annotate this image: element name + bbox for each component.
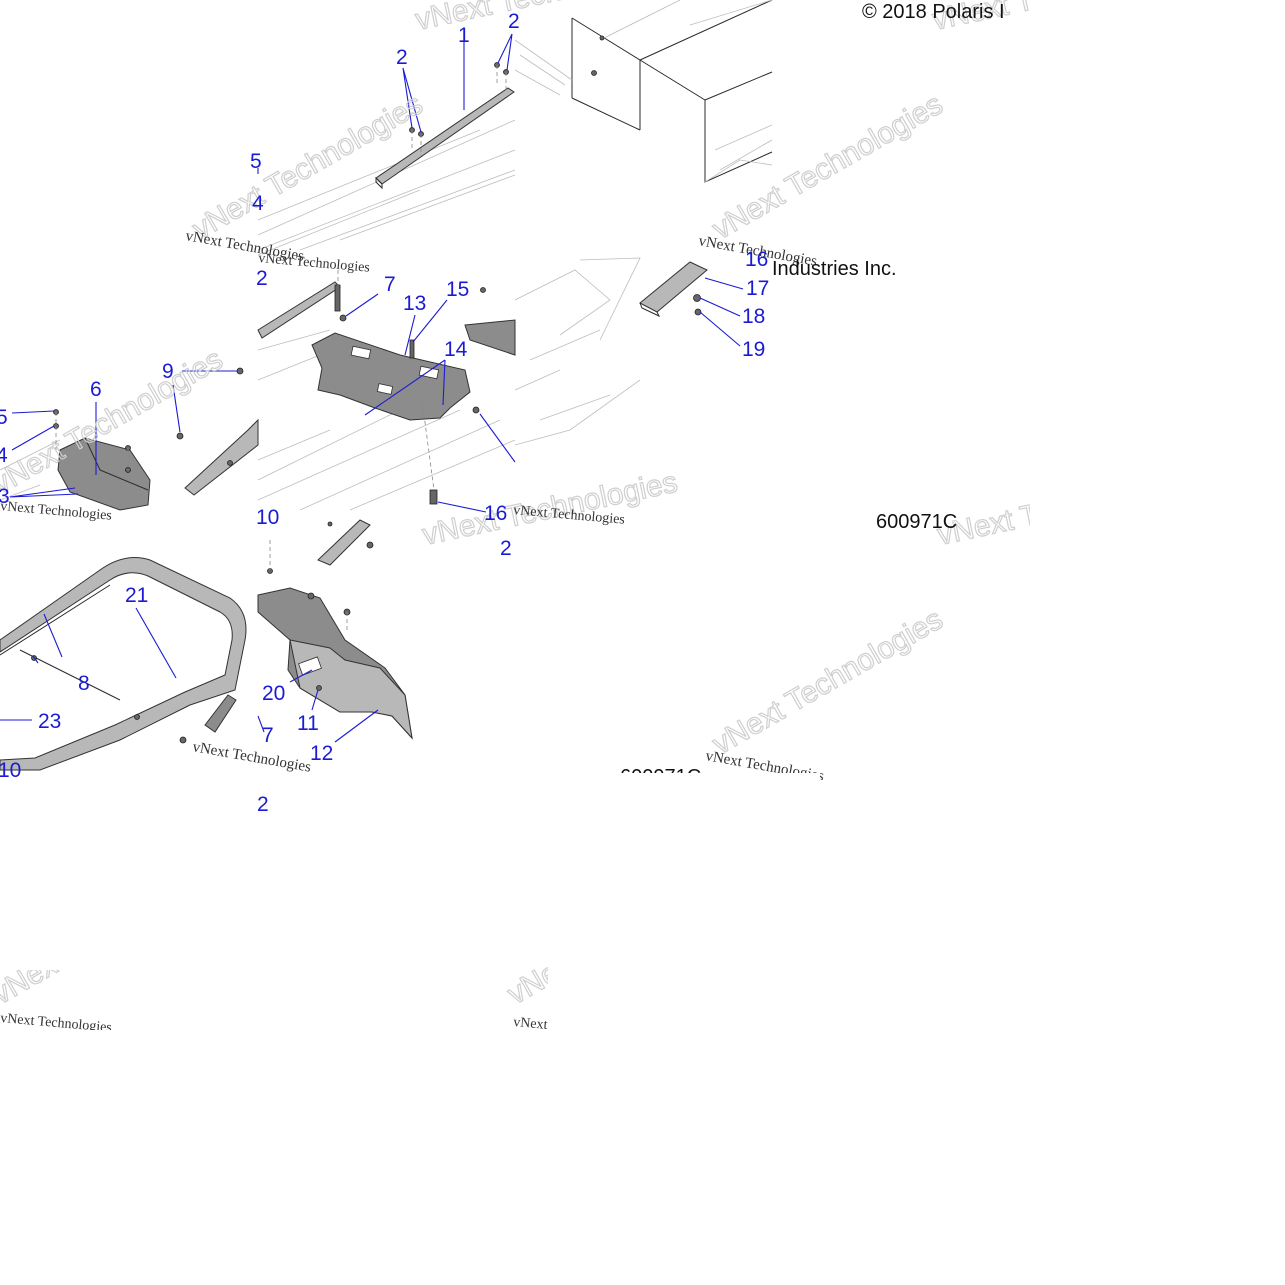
bracket-part-right-of-6 bbox=[184, 418, 259, 496]
callout-2: 2 bbox=[500, 537, 512, 560]
tile-top-center bbox=[257, 33, 516, 256]
tile-center bbox=[257, 270, 516, 513]
watermark-big: vNext Technologies bbox=[413, 0, 674, 37]
bumper-part-8 bbox=[0, 557, 247, 771]
callout-6: 6 bbox=[90, 378, 102, 401]
callout-11: 11 bbox=[297, 712, 319, 735]
tile-mid-right bbox=[514, 257, 744, 446]
callout-23: 23 bbox=[38, 710, 61, 733]
drawing-number: 600971C bbox=[876, 511, 957, 533]
callout-16: 16 bbox=[484, 502, 507, 525]
callout-15: 15 bbox=[446, 278, 469, 301]
callout-2: 2 bbox=[256, 267, 268, 290]
tile-bottom-center bbox=[257, 519, 413, 743]
callout-2: 2 bbox=[508, 10, 520, 33]
callout-2: 2 bbox=[396, 46, 408, 69]
callout-7: 7 bbox=[262, 724, 274, 747]
tile-mid-left bbox=[0, 367, 259, 511]
callout-2: 2 bbox=[257, 793, 269, 816]
callout-1: 1 bbox=[458, 24, 470, 47]
watermark-small: vNext Technologies bbox=[191, 739, 312, 776]
watermark-small: vNext Technologies bbox=[0, 499, 112, 524]
tile-bottom-left bbox=[0, 540, 273, 771]
callout-14: 14 bbox=[444, 338, 468, 361]
watermark-small: vNext Technologies bbox=[258, 251, 371, 276]
callout-20: 20 bbox=[262, 682, 285, 705]
callouts: 1 2 2 5 4 2 7 13 15 14 16 17 18 19 6 9 5… bbox=[0, 10, 769, 816]
callout-9: 9 bbox=[162, 360, 174, 383]
callout-12: 12 bbox=[310, 742, 333, 765]
drawing-number-clipped: 600971C bbox=[600, 766, 820, 793]
watermark-big: vNext Technologies bbox=[707, 603, 948, 761]
callout-4: 4 bbox=[252, 192, 264, 215]
callout-7: 7 bbox=[384, 273, 396, 296]
copyright-text: Industries Inc. bbox=[772, 258, 897, 280]
copyright-text: © 2018 Polaris I bbox=[862, 1, 1005, 23]
callout-16: 16 bbox=[745, 248, 768, 271]
callout-19: 19 bbox=[742, 338, 765, 361]
guard-part-6 bbox=[57, 437, 151, 511]
callout-18: 18 bbox=[742, 305, 765, 328]
tile-top-right bbox=[514, 0, 773, 183]
callout-8: 8 bbox=[78, 672, 90, 695]
callout-10: 10 bbox=[256, 506, 279, 529]
callout-17: 17 bbox=[746, 277, 769, 300]
callout-5: 5 bbox=[0, 406, 8, 429]
callout-21: 21 bbox=[125, 584, 148, 607]
callout-10: 10 bbox=[0, 759, 21, 782]
callout-13: 13 bbox=[403, 292, 426, 315]
callout-3: 3 bbox=[0, 485, 10, 508]
callout-4: 4 bbox=[0, 444, 8, 467]
step-part-17 bbox=[639, 261, 708, 313]
callout-5: 5 bbox=[250, 150, 262, 173]
